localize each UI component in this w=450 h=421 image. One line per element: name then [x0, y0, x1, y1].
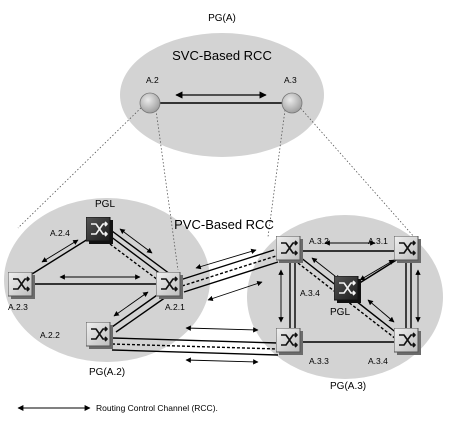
switch-a23-label: A.2.3: [8, 302, 28, 312]
svc-rcc-label: SVC-Based RCC: [172, 48, 272, 63]
switch-a33-label: A.3.3: [309, 356, 329, 366]
switch-a22-icon[interactable]: [86, 322, 114, 350]
logical-node-a2-icon[interactable]: [139, 92, 161, 114]
switch-a34-label: A.3.4: [368, 356, 388, 366]
logical-node-a3-icon[interactable]: [281, 92, 303, 114]
switch-a33-icon[interactable]: [276, 328, 304, 356]
inter-group-rcc-arrows: [185, 248, 263, 365]
pg-a3-label: PG(A.3): [330, 381, 366, 392]
switch-a32-label: A.3.2: [309, 236, 329, 246]
switch-a24-pgl-icon[interactable]: [86, 217, 114, 245]
switch-a32-icon[interactable]: [276, 236, 304, 264]
pgl-right-label: PGL: [330, 307, 350, 318]
switch-a23-icon[interactable]: [8, 272, 36, 300]
pg-a-label: PG(A): [208, 13, 236, 24]
pg-a3-rcc-arrows: [278, 240, 421, 323]
pg-a2-label: PG(A.2): [89, 367, 125, 378]
legend-text: Routing Control Channel (RCC).: [96, 403, 218, 413]
switch-a34-pgl-label: A.3.4: [300, 288, 320, 298]
switch-a24-label: A.2.4: [50, 228, 70, 238]
switch-a31-icon[interactable]: [394, 236, 422, 264]
projection-lines: [17, 102, 416, 271]
pg-a2-rcc-arrows: [41, 228, 153, 317]
switch-a34-pgl-icon[interactable]: [334, 276, 362, 304]
logical-node-a2-label: A.2: [146, 75, 159, 85]
logical-node-a3-label: A.3: [284, 75, 297, 85]
pgl-left-label: PGL: [95, 199, 115, 210]
switch-a22-label: A.2.2: [40, 330, 60, 340]
pvc-rcc-label: PVC-Based RCC: [174, 217, 274, 232]
pg-a2-ellipse: [4, 198, 210, 362]
switch-a34-icon[interactable]: [394, 328, 422, 356]
inter-group-links: [111, 249, 279, 356]
switch-a21-label: A.2.1: [165, 302, 185, 312]
switch-a21-icon[interactable]: [156, 272, 184, 300]
switch-a31-label: A.3.1: [368, 236, 388, 246]
